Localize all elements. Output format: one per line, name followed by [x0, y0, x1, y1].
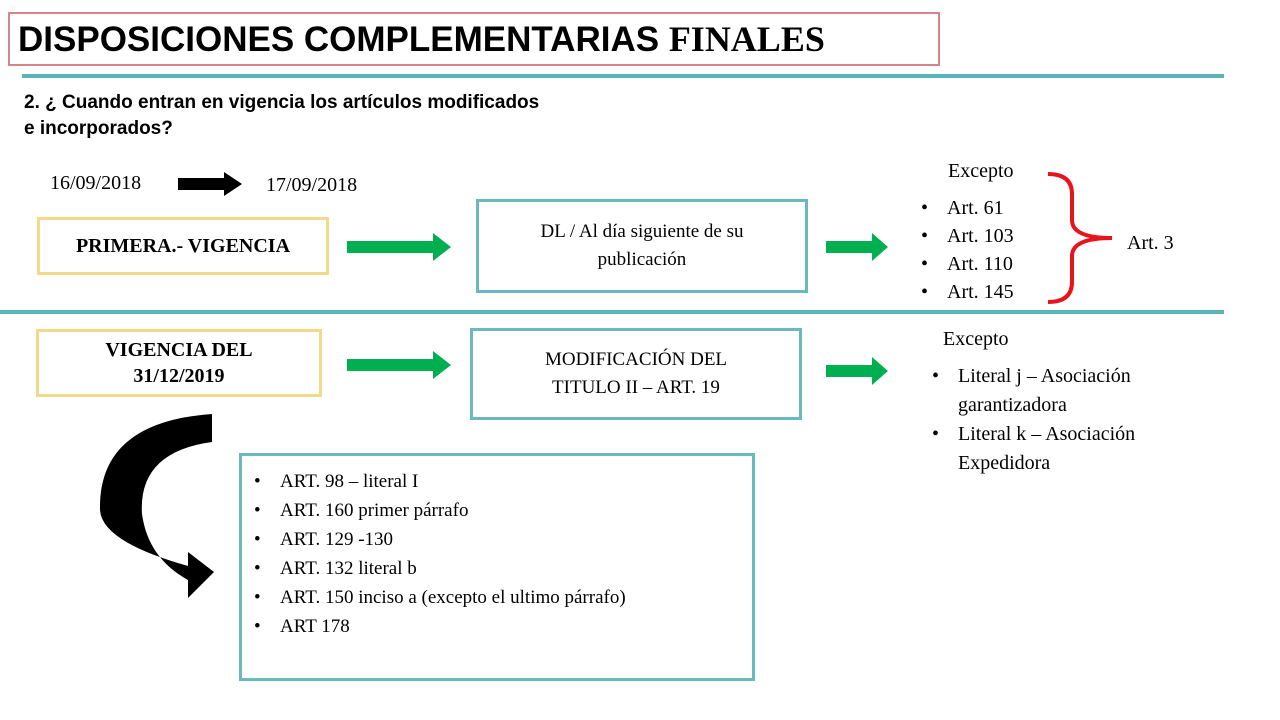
page-title: DISPOSICIONES COMPLEMENTARIAS FINALES: [18, 18, 825, 60]
list-item: ART. 98 – literal I: [254, 467, 626, 496]
list-item-line1: Literal j – Asociación: [958, 365, 1131, 387]
modificacion-line2: TITULO II – ART. 19: [552, 377, 720, 398]
dl-vigencia-box: DL / Al día siguiente de su publicación: [476, 199, 808, 293]
articles-list: ART. 98 – literal I ART. 160 primer párr…: [254, 467, 626, 641]
green-arrow-icon: [347, 233, 451, 261]
right-brace-icon: [1047, 172, 1113, 304]
title-box: [8, 12, 940, 66]
modificacion-box: MODIFICACIÓN DEL TITULO II – ART. 19: [470, 328, 802, 420]
vigencia-2019-line2: 31/12/2019: [133, 365, 225, 387]
right-arrow-icon: [178, 172, 242, 196]
list-item: ART. 129 -130: [254, 525, 626, 554]
list-item: Art. 61: [921, 194, 1014, 222]
articles-box: [239, 453, 755, 681]
row2-except-list: Literal j – Asociación garantizadora Lit…: [932, 362, 1135, 478]
primera-vigencia-box: PRIMERA.- VIGENCIA: [37, 217, 329, 275]
list-item: ART 178: [254, 612, 626, 641]
primera-vigencia-label: PRIMERA.- VIGENCIA: [75, 235, 291, 257]
page-title-part2: FINALES: [668, 19, 825, 59]
vigencia-2019-line1: VIGENCIA DEL: [105, 339, 253, 361]
list-item: Art. 110: [921, 250, 1014, 278]
green-arrow-icon: [826, 357, 888, 385]
list-item: Art. 103: [921, 222, 1014, 250]
row1-except-list: Art. 61 Art. 103 Art. 110 Art. 145: [921, 194, 1014, 306]
list-item: ART. 160 primer párrafo: [254, 496, 626, 525]
except-label-1: Excepto: [948, 160, 1014, 182]
question-line2: e incorporados?: [24, 118, 173, 139]
curved-arrow-icon: [99, 414, 214, 598]
list-item: ART. 132 literal b: [254, 554, 626, 583]
except-label-2: Excepto: [943, 328, 1009, 350]
list-item: ART. 150 inciso a (excepto el ultimo pár…: [254, 583, 626, 612]
dl-vigencia-line2: publicación: [597, 249, 687, 270]
top-divider: [22, 74, 1224, 78]
middle-divider: [0, 310, 1224, 314]
dl-vigencia-line1: DL / Al día siguiente de su: [540, 221, 744, 242]
list-item: Literal j – Asociación garantizadora: [932, 362, 1135, 420]
question-line1: 2. ¿ Cuando entran en vigencia los artíc…: [24, 92, 540, 113]
green-arrow-icon: [347, 351, 451, 379]
date-to: 17/09/2018: [266, 174, 358, 196]
modificacion-line1: MODIFICACIÓN DEL: [544, 349, 728, 370]
brace-label: Art. 3: [1127, 232, 1174, 254]
list-item: Literal k – Asociación Expedidora: [932, 420, 1135, 478]
list-item: Art. 145: [921, 278, 1014, 306]
list-item-line2: Expedidora: [958, 452, 1051, 474]
date-from: 16/09/2018: [50, 172, 142, 194]
list-item-line1: Literal k – Asociación: [958, 423, 1136, 445]
page-title-part1: DISPOSICIONES COMPLEMENTARIAS: [18, 20, 660, 59]
question: 2. ¿ Cuando entran en vigencia los artíc…: [24, 90, 704, 142]
vigencia-2019-box: VIGENCIA DEL 31/12/2019: [36, 329, 322, 397]
green-arrow-icon: [826, 233, 888, 261]
list-item-line2: garantizadora: [958, 394, 1067, 416]
